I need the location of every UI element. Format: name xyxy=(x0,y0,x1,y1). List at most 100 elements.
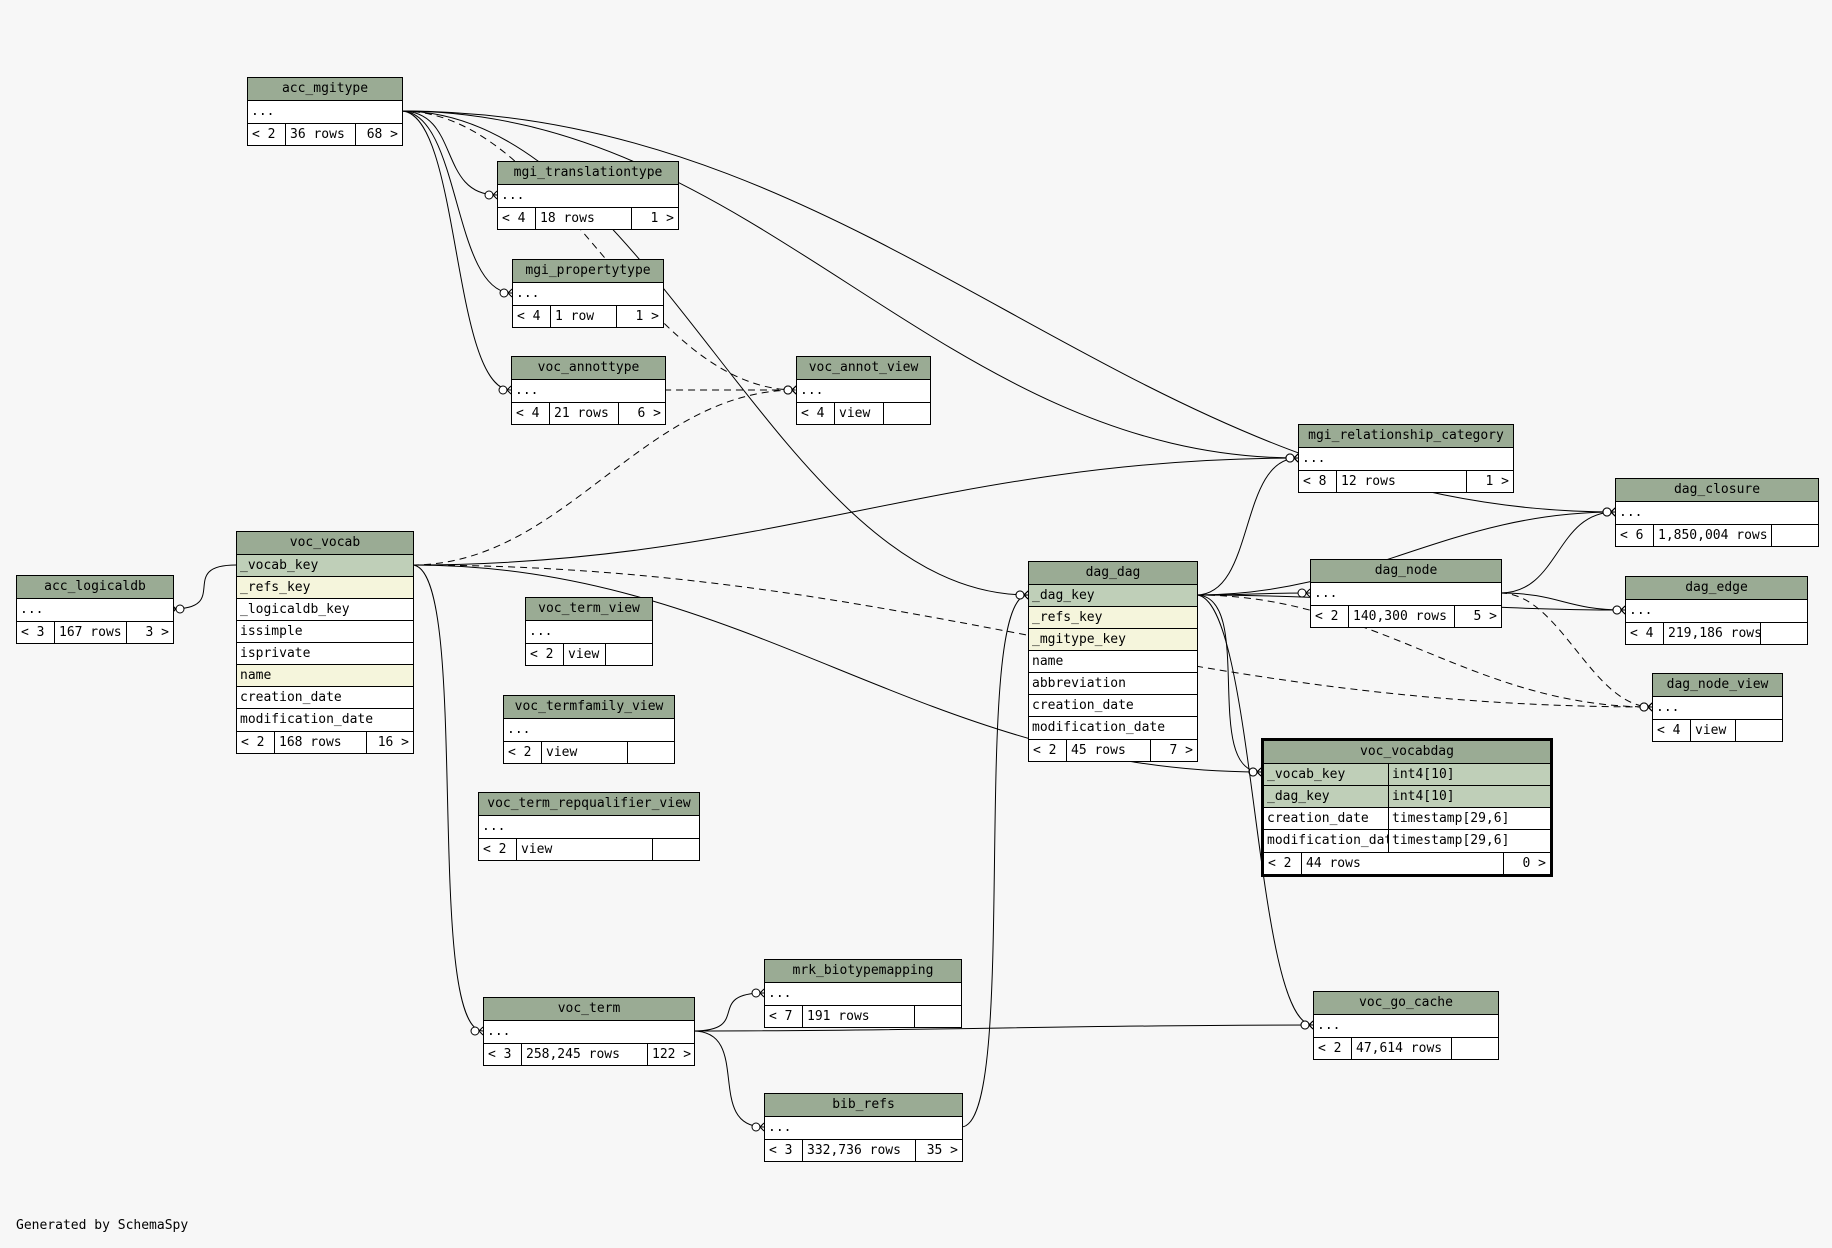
column-row[interactable]: creation_date xyxy=(237,687,413,709)
parents-count[interactable]: < 4 xyxy=(1626,623,1664,644)
table-header[interactable]: dag_dag xyxy=(1029,562,1197,585)
children-count[interactable] xyxy=(1772,525,1818,546)
parents-count[interactable]: < 2 xyxy=(1264,853,1302,874)
children-count[interactable]: 35 > xyxy=(926,1143,958,1158)
children-count[interactable]: 16 > xyxy=(377,735,409,750)
table-header[interactable]: voc_term_repqualifier_view xyxy=(479,793,699,816)
children-count[interactable]: 68 > xyxy=(366,127,398,142)
parents-count[interactable]: < 7 xyxy=(765,1006,803,1027)
column-row[interactable]: _refs_key xyxy=(1029,607,1197,629)
column-row[interactable]: creation_date xyxy=(1029,695,1197,717)
children-count[interactable] xyxy=(1761,623,1807,644)
table-header[interactable]: acc_mgitype xyxy=(248,78,402,101)
column-row[interactable]: ... xyxy=(482,819,506,834)
column-row[interactable]: name xyxy=(1029,651,1197,673)
column-row[interactable]: ... xyxy=(1317,1018,1341,1033)
table-header[interactable]: acc_logicaldb xyxy=(17,576,173,599)
children-count[interactable]: 7 > xyxy=(1169,743,1193,758)
parents-count[interactable]: < 2 xyxy=(504,742,542,763)
parents-count[interactable]: < 2 xyxy=(1311,606,1349,627)
children-count[interactable]: 122 > xyxy=(652,1047,692,1062)
table-header[interactable]: voc_go_cache xyxy=(1314,992,1498,1015)
table-header[interactable]: voc_vocabdag xyxy=(1264,741,1550,764)
table-header[interactable]: voc_term_view xyxy=(526,598,652,621)
column-row[interactable]: ... xyxy=(800,383,824,398)
table-header[interactable]: bib_refs xyxy=(765,1094,962,1117)
column-row[interactable]: modification_date xyxy=(1032,720,1166,735)
column-row[interactable]: ... xyxy=(1629,603,1653,618)
column-row[interactable]: _vocab_key xyxy=(237,555,413,577)
column-row[interactable]: abbreviation xyxy=(1029,673,1197,695)
parents-count[interactable]: < 4 xyxy=(513,306,551,327)
table-header[interactable]: voc_vocab xyxy=(237,532,413,555)
parents-count[interactable]: < 4 xyxy=(512,403,550,424)
column-row[interactable]: ... xyxy=(516,286,540,301)
children-count[interactable] xyxy=(915,1006,961,1027)
children-count[interactable]: 1 > xyxy=(1485,474,1509,489)
children-count[interactable] xyxy=(1452,1038,1498,1059)
children-count[interactable] xyxy=(606,644,652,665)
table-header[interactable]: voc_term xyxy=(484,998,694,1021)
parents-count[interactable]: < 4 xyxy=(1653,720,1691,741)
table-header[interactable]: dag_node_view xyxy=(1653,674,1782,697)
table-header[interactable]: dag_edge xyxy=(1626,577,1807,600)
column-row[interactable]: ... xyxy=(251,104,275,119)
children-count[interactable]: 6 > xyxy=(637,406,661,421)
column-row[interactable]: ... xyxy=(501,188,525,203)
parents-count[interactable]: < 3 xyxy=(484,1044,522,1065)
column-row[interactable]: ... xyxy=(1619,505,1643,520)
children-count[interactable] xyxy=(884,403,930,424)
table-header[interactable]: dag_node xyxy=(1311,560,1501,583)
table-header[interactable]: mgi_propertytype xyxy=(513,260,663,283)
column-row[interactable]: ... xyxy=(507,722,531,737)
parents-count[interactable]: < 3 xyxy=(17,622,55,643)
column-row[interactable]: _dag_key xyxy=(1029,585,1197,607)
table-header[interactable]: voc_termfamily_view xyxy=(504,696,674,719)
children-count[interactable] xyxy=(653,839,699,860)
column-row[interactable]: ... xyxy=(1656,700,1680,715)
parents-count[interactable]: < 2 xyxy=(248,124,286,145)
column-row[interactable]: ... xyxy=(529,624,553,639)
table-header[interactable]: dag_closure xyxy=(1616,479,1818,502)
column-row[interactable]: ... xyxy=(1302,451,1326,466)
parents-count[interactable]: < 2 xyxy=(479,839,517,860)
parents-count[interactable]: < 6 xyxy=(1616,525,1654,546)
parents-count[interactable]: < 3 xyxy=(765,1140,803,1161)
column-row[interactable]: modification_date xyxy=(240,712,374,727)
table-header[interactable]: mgi_translationtype xyxy=(498,162,678,185)
column-row[interactable]: ... xyxy=(1314,586,1338,601)
column-row[interactable]: _mgitype_key xyxy=(1029,629,1197,651)
table-header[interactable]: mgi_relationship_category xyxy=(1299,425,1513,448)
column-row[interactable]: ... xyxy=(487,1024,511,1039)
parents-count[interactable]: < 2 xyxy=(1314,1038,1352,1059)
children-count[interactable]: 3 > xyxy=(145,625,169,640)
column-row[interactable]: issimple xyxy=(237,621,413,643)
children-count[interactable] xyxy=(1736,720,1782,741)
column-row[interactable]: ... xyxy=(768,1120,792,1135)
table-voc-vocab[interactable]: voc_vocab_vocab_key_refs_key_logicaldb_k… xyxy=(236,531,414,754)
children-count[interactable]: 5 > xyxy=(1473,609,1497,624)
table-header[interactable]: voc_annottype xyxy=(512,357,665,380)
column-row[interactable]: name xyxy=(237,665,413,687)
